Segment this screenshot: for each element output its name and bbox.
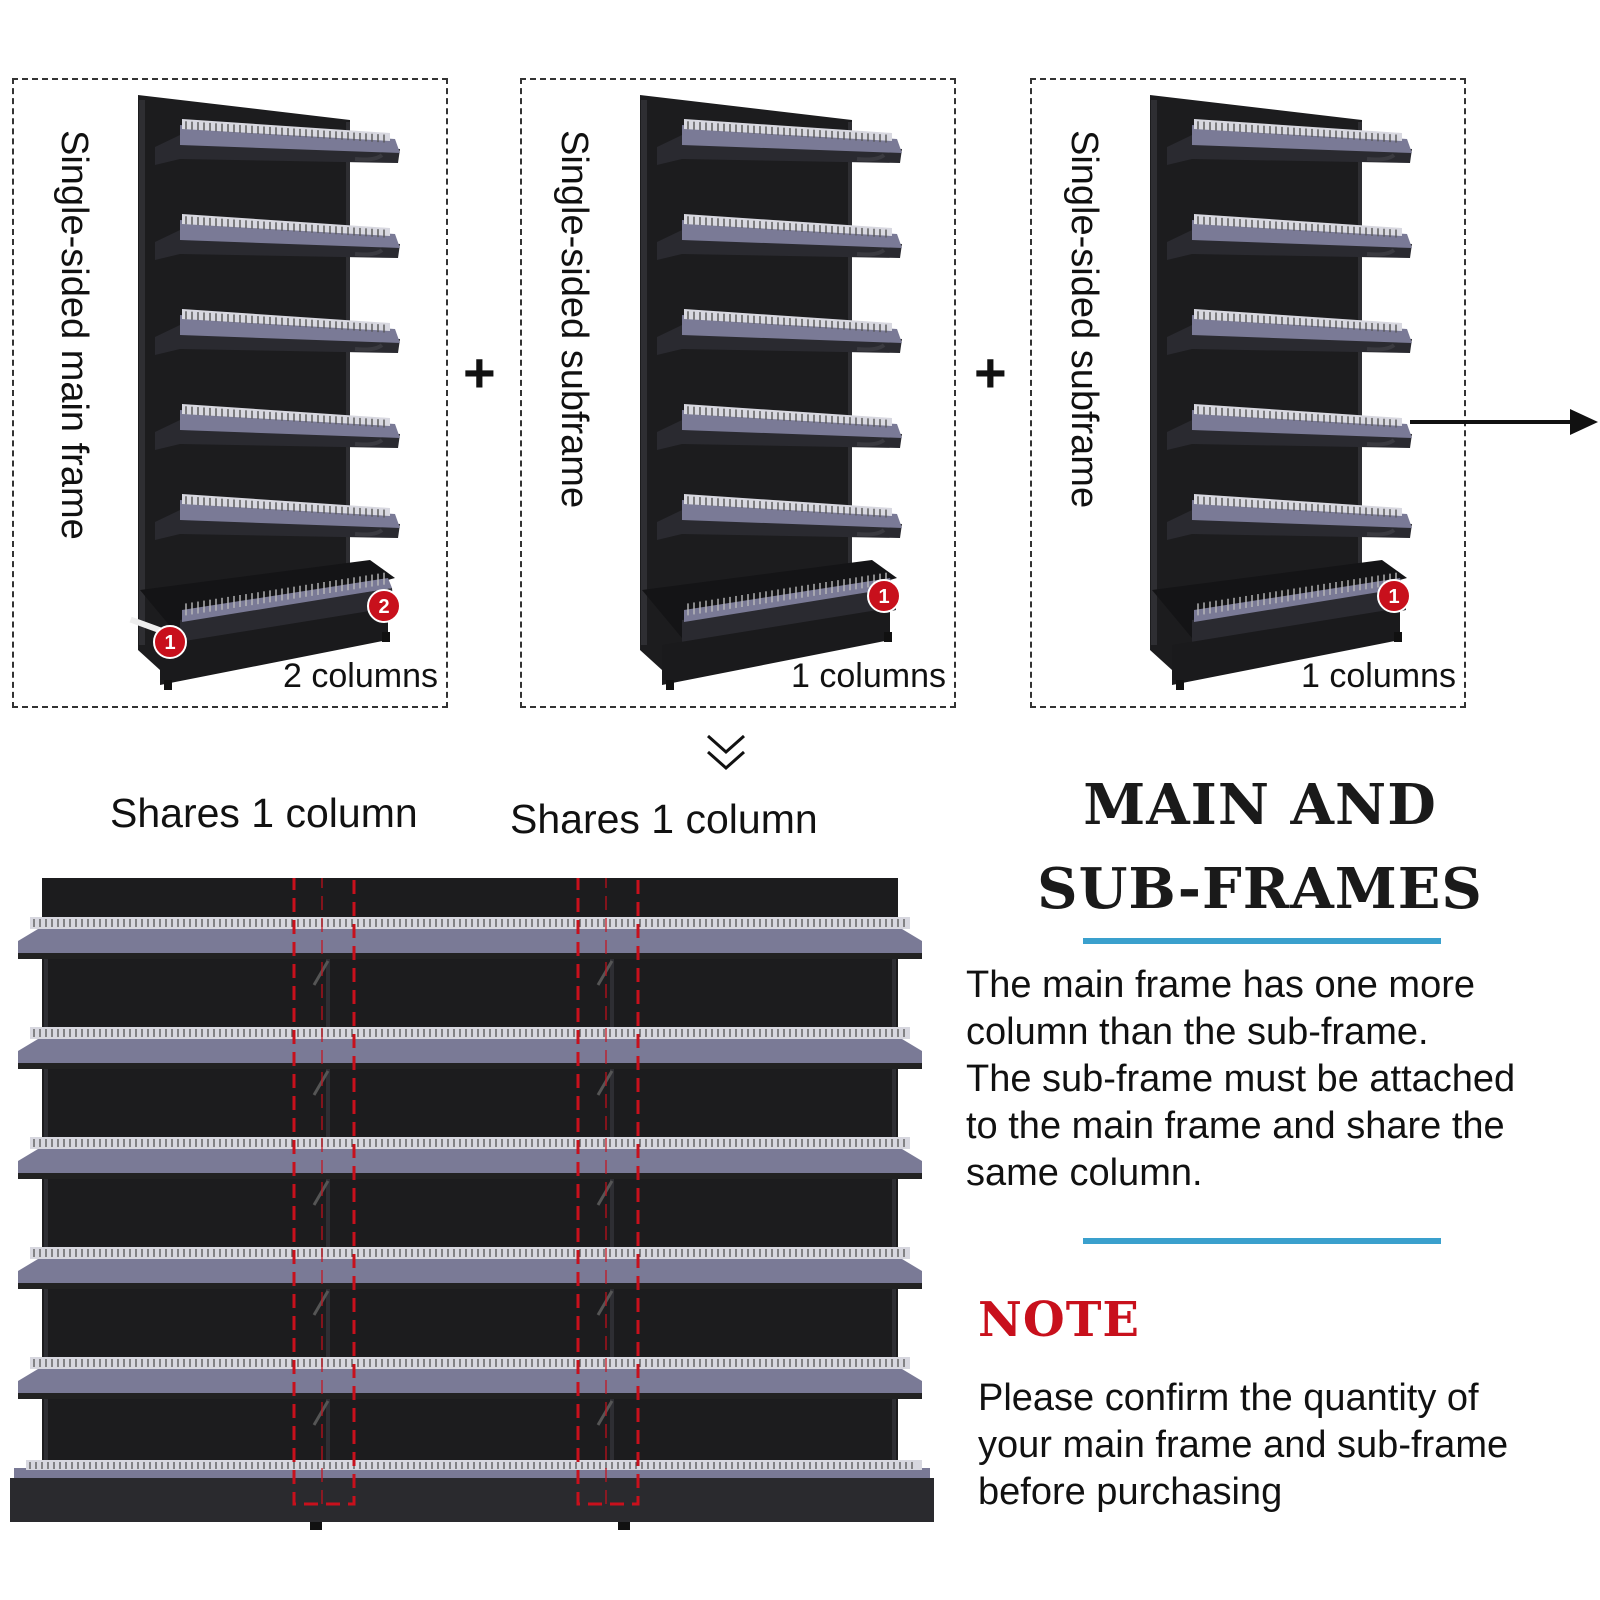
shared-column-marker	[292, 878, 356, 1506]
foot	[1176, 680, 1184, 690]
shelf	[18, 1357, 922, 1426]
page-title: MAIN AND SUB-FRAMES	[1010, 763, 1510, 931]
combined-shelving-illustration	[10, 878, 934, 1530]
shelf	[18, 1137, 922, 1206]
base-shelf	[129, 560, 395, 690]
main-frame-columns: 2 columns	[283, 657, 438, 695]
shelf	[1167, 494, 1412, 540]
shelf	[1167, 119, 1412, 165]
svg-text:1: 1	[164, 632, 175, 654]
page-title-line-1: MAIN AND	[1083, 772, 1437, 838]
number-badge: 1	[1377, 579, 1411, 613]
shelf	[657, 404, 902, 450]
shares-column-label-1: Shares 1 column	[110, 790, 418, 836]
shelf	[1167, 214, 1412, 260]
shelf	[657, 119, 902, 165]
double-chevron-down-icon	[707, 734, 745, 771]
description-line: column than the sub-frame.	[966, 1011, 1429, 1053]
shelf	[657, 494, 902, 540]
number-badge: 2	[367, 589, 401, 623]
shares-column-label-2: Shares 1 column	[510, 796, 818, 842]
description-line: to the main frame and share the	[966, 1105, 1505, 1147]
foot	[164, 680, 172, 690]
subframe-box-1: Single-sided subframe 1 1 columns	[520, 78, 956, 708]
main-frame-illustration: 12	[129, 95, 401, 690]
note-line: your main frame and sub-frame	[978, 1424, 1509, 1466]
shelf	[1167, 309, 1412, 355]
shelf	[657, 309, 902, 355]
foot	[618, 1522, 630, 1530]
svg-text:1: 1	[878, 586, 889, 608]
foot	[310, 1522, 322, 1530]
shelf	[18, 1027, 922, 1096]
svg-text:1: 1	[1388, 586, 1399, 608]
kick-plate	[10, 1478, 934, 1522]
note-line: before purchasing	[978, 1471, 1283, 1513]
base-shelf	[642, 560, 897, 690]
shelf	[155, 214, 400, 260]
number-badge: 1	[153, 625, 187, 659]
base-shelf	[10, 1460, 934, 1530]
kick-plate	[662, 608, 890, 685]
divider-1	[1083, 938, 1441, 944]
plus-sign-2: +	[974, 341, 1007, 404]
kick-plate	[1172, 608, 1400, 685]
arrow-right-icon	[1410, 409, 1598, 435]
foot	[1394, 632, 1402, 642]
foot	[884, 632, 892, 642]
note-text: Please confirm the quantity of your main…	[978, 1375, 1508, 1516]
svg-text:2: 2	[378, 596, 389, 618]
page-title-line-2: SUB-FRAMES	[1037, 856, 1483, 922]
shared-column-marker	[576, 878, 640, 1506]
note-line: Please confirm the quantity of	[978, 1377, 1479, 1419]
subframe-columns-1: 1 columns	[791, 657, 946, 695]
description-line: same column.	[966, 1152, 1203, 1194]
shelf	[1167, 404, 1412, 450]
shelf	[18, 917, 922, 986]
divider-2	[1083, 1238, 1441, 1244]
base-shelf	[1152, 560, 1407, 690]
description: The main frame has one more column than …	[966, 962, 1515, 1197]
kick-plate	[160, 608, 388, 685]
subframe-label-1: Single-sided subframe	[553, 130, 595, 509]
number-badge: 1	[867, 579, 901, 613]
shelf	[657, 214, 902, 260]
foot	[382, 632, 390, 642]
subframe-label-2: Single-sided subframe	[1063, 130, 1105, 509]
subframe-columns-2: 1 columns	[1301, 657, 1456, 695]
description-line: The sub-frame must be attached	[966, 1058, 1516, 1100]
shelf	[155, 309, 400, 355]
note-title: NOTE	[978, 1292, 1140, 1348]
subframe-box-2: Single-sided subframe 1 1 columns	[1030, 78, 1466, 708]
shelf	[155, 119, 400, 165]
shelf	[155, 494, 400, 540]
connector-bracket	[129, 616, 164, 635]
main-frame-label: Single-sided main frame	[53, 130, 95, 540]
subframe-illustration-2: 1	[1150, 95, 1412, 690]
foot	[666, 680, 674, 690]
description-line: The main frame has one more	[966, 964, 1476, 1006]
plus-sign-1: +	[463, 341, 496, 404]
shelf	[155, 404, 400, 450]
subframe-illustration-1: 1	[640, 95, 902, 690]
shelf	[18, 1247, 922, 1316]
